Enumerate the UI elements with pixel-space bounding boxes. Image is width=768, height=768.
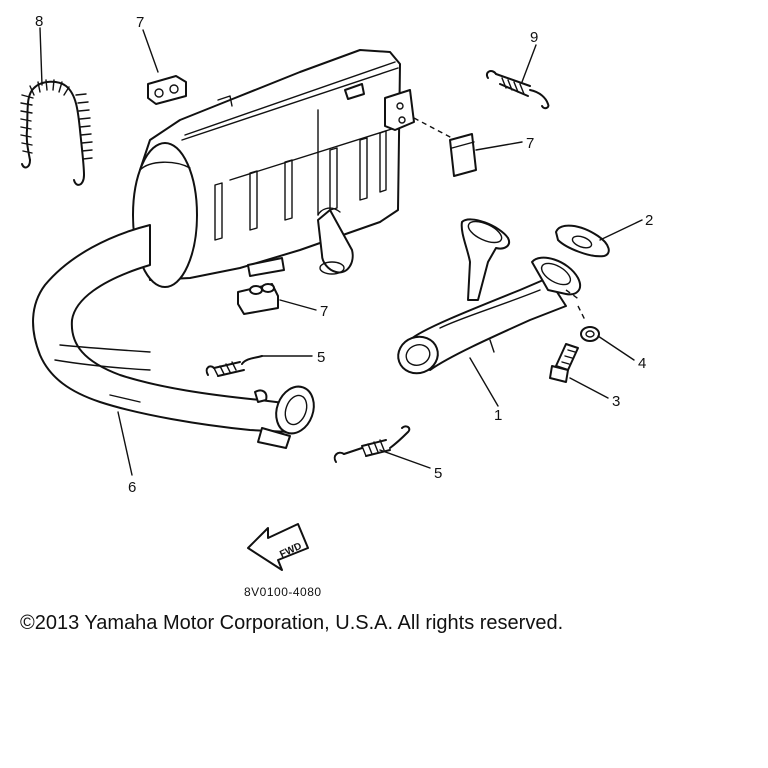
callout-7-middle: 7 [320, 303, 328, 320]
damper-part-7-middle: 7 [237, 283, 328, 320]
damper-part-7-right: 7 [413, 117, 534, 177]
callout-6: 6 [128, 479, 136, 496]
callout-7-top: 7 [136, 14, 144, 31]
gasket-part-2: 2 [555, 212, 653, 258]
header-pipe-part-1: 1 [397, 218, 582, 424]
exhaust-parts-diagram: 8 7 [20, 13, 653, 599]
exhaust-pipe-part-6: 6 [32, 224, 315, 496]
long-spring-part-8: 8 [20, 13, 93, 186]
callout-2: 2 [645, 212, 653, 229]
damper-part-7-top: 7 [136, 14, 187, 105]
callout-3: 3 [612, 393, 620, 410]
spring-part-5-upper: 5 [205, 349, 325, 377]
spring-part-5-lower: 5 [333, 425, 442, 482]
forward-direction-arrow: FWD [247, 523, 309, 571]
callout-7-right: 7 [526, 135, 534, 152]
callout-5-lower: 5 [434, 465, 442, 482]
callout-8: 8 [35, 13, 43, 30]
nut-part-4: 4 [577, 305, 646, 372]
copyright-notice: ©2013 Yamaha Motor Corporation, U.S.A. A… [20, 612, 564, 634]
part-code: 8V0100-4080 [244, 585, 322, 599]
bolt-part-3: 3 [549, 343, 620, 410]
callout-4: 4 [638, 355, 646, 372]
callout-1: 1 [494, 407, 502, 424]
spring-part-9: 9 [486, 29, 550, 110]
callout-9: 9 [530, 29, 538, 46]
callout-5-upper: 5 [317, 349, 325, 366]
